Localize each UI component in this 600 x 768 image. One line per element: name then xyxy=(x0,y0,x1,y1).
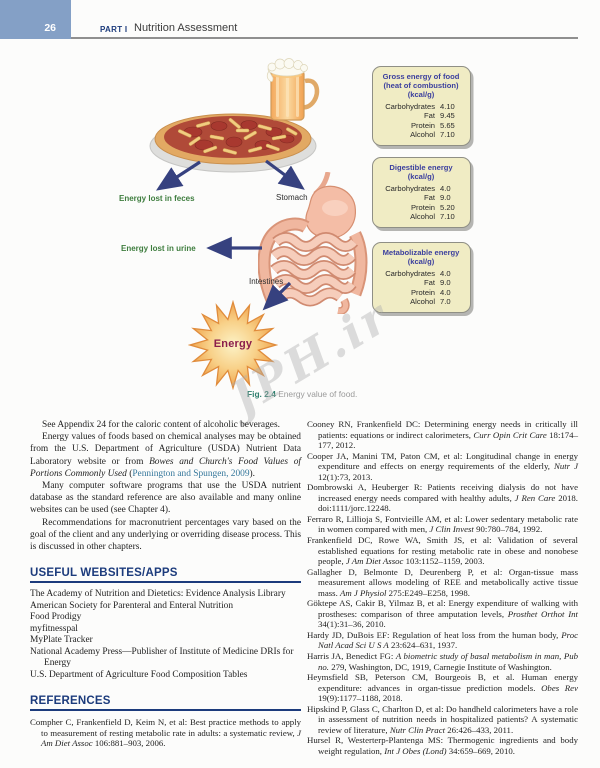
intestines-label: Intestines xyxy=(249,277,284,286)
figure-caption-text: Energy value of food. xyxy=(278,389,358,399)
left-column: See Appendix 24 for the caloric content … xyxy=(30,419,301,749)
paragraph: See Appendix 24 for the caloric content … xyxy=(42,420,280,430)
website-item: U.S. Department of Agriculture Food Comp… xyxy=(30,669,248,680)
references-heading: REFERENCES xyxy=(30,695,301,712)
energy-box: Gross energy of food(heat of combustion)… xyxy=(372,66,471,146)
reference-item: Frankenfield DC, Rowe WA, Smith JS, et a… xyxy=(307,535,578,567)
reference-item: Cooney RN, Frankenfield DC: Determining … xyxy=(307,419,578,451)
reference-item: Hardy JD, DuBois EF: Regulation of heat … xyxy=(307,629,578,651)
website-item: Food Prodigy xyxy=(30,612,82,623)
pizza-illustration xyxy=(149,113,317,173)
website-item: American Society for Parenteral and Ente… xyxy=(30,600,234,611)
energy-starburst xyxy=(188,300,278,390)
energy-box: Metabolizable energy(kcal/g) Carbohydrate… xyxy=(372,242,471,313)
reference-item: Harris JA, Benedict FG: A biometric stud… xyxy=(307,651,579,672)
references-list-right: Cooney RN, Frankenfield DC: Determining … xyxy=(307,419,578,757)
energy-box-title: Metabolizable energy(kcal/g) xyxy=(382,248,460,266)
website-item: MyPlate Tracker xyxy=(30,635,93,646)
figure-caption-number: Fig. 2.4 xyxy=(247,389,276,399)
reference-item: Hursel R, Westerterp-Plantenga MS: Therm… xyxy=(307,735,578,756)
energy-label: Energy xyxy=(213,338,253,350)
page-number: 26 xyxy=(44,22,56,34)
part-title: Nutrition Assessment xyxy=(134,22,238,34)
reference-item: Dombrowski A, Heuberger R: Patients rece… xyxy=(307,482,578,514)
website-item: National Academy Press—Publisher of Inst… xyxy=(30,646,294,669)
paragraph: Recommendations for macronutrient percen… xyxy=(30,517,301,553)
paragraph: Many computer software programs that use… xyxy=(30,481,301,516)
reference-item: Göktepe AS, Cakir B, Yilmaz B, et al: En… xyxy=(307,598,578,630)
energy-lost-feces-label: Energy lost in feces xyxy=(119,194,195,203)
reference-item: Ferraro R, Lillioja S, Fontvieille AM, e… xyxy=(307,513,578,535)
paragraph: Energy values of foods based on chemical… xyxy=(30,432,301,479)
reference-item: Heymsfield SB, Peterson CM, Bourgeois B,… xyxy=(307,672,578,704)
reference-item: Hipskind P, Glass C, Charlton D, et al: … xyxy=(307,703,578,735)
websites-list: The Academy of Nutrition and Dietetics: … xyxy=(30,589,301,681)
reference-item: Gallagher D, Belmonte D, Deurenberg P, e… xyxy=(307,566,578,598)
references-list-left: Compher C, Frankenfield D, Keim N, et al… xyxy=(30,717,301,749)
pennington-spungen-link[interactable]: Pennington and Spungen, 2009 xyxy=(132,468,250,479)
digestive-tract-illustration xyxy=(258,172,368,314)
energy-box-title: Gross energy of food(heat of combustion)… xyxy=(382,72,460,99)
stomach-label: Stomach xyxy=(276,193,308,202)
right-column: Cooney RN, Frankenfield DC: Determining … xyxy=(307,419,578,757)
website-item: The Academy of Nutrition and Dietetics: … xyxy=(30,589,286,600)
reference-item: Cooper JA, Manini TM, Paton CM, et al: L… xyxy=(307,450,578,482)
energy-box-title: Digestible energy(kcal/g) xyxy=(389,163,453,181)
website-item: myfitnesspal xyxy=(30,623,78,634)
reference-item: Compher C, Frankenfield D, Keim N, et al… xyxy=(30,717,301,749)
header-rule xyxy=(71,37,578,39)
figure-caption: Fig. 2.4 Energy value of food. xyxy=(247,389,357,399)
part-label: PART I xyxy=(100,25,128,34)
beer-mug-illustration xyxy=(266,58,320,121)
body-paragraphs: See Appendix 24 for the caloric content … xyxy=(30,419,301,553)
energy-lost-urine-label: Energy lost in urine xyxy=(121,244,196,253)
useful-websites-heading: USEFUL WEBSITES/APPS xyxy=(30,567,301,584)
page-number-badge: 26 xyxy=(0,0,71,39)
